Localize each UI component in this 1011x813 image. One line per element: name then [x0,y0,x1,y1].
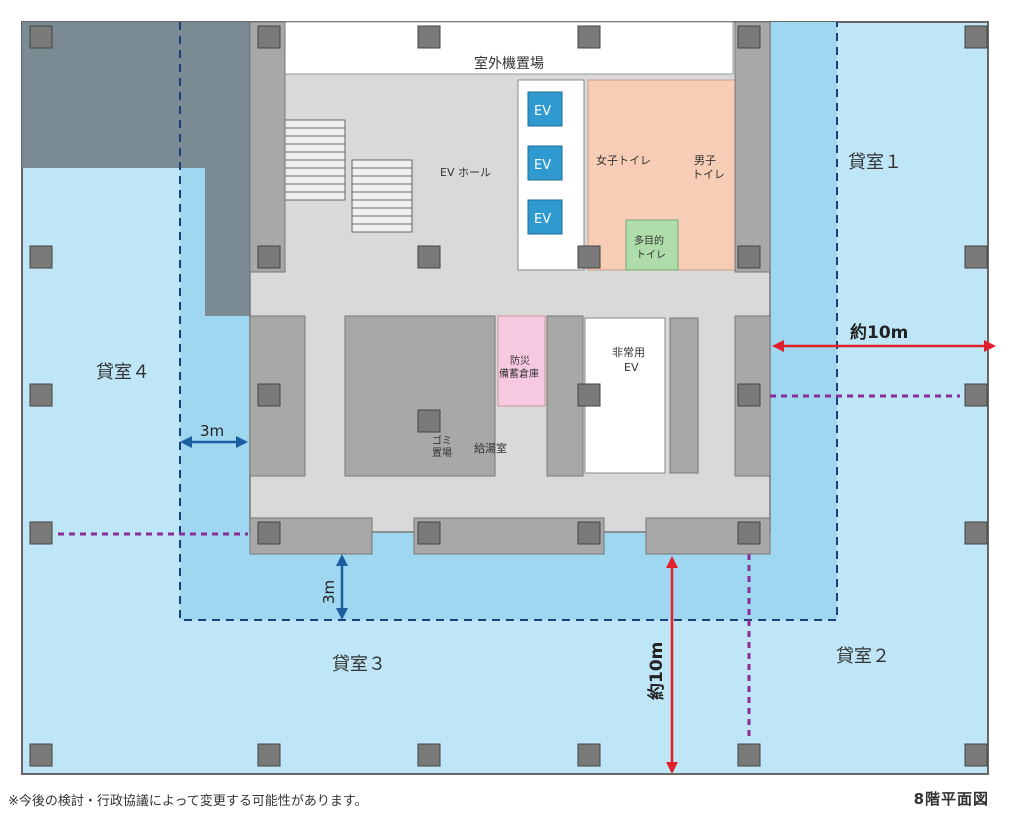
label-garbage-line1: ゴミ [432,434,452,447]
label-emergency-ev-line2: EV [624,361,639,374]
setback-boundary-line [179,22,838,621]
outdoor-unit-area [284,21,734,75]
label-mens-toilet-line1: 男子 [694,154,716,167]
dark-void-area [22,22,250,316]
stair-1 [284,119,346,201]
label-tenant-4: 貸室４ [96,362,150,383]
columns [29,25,988,767]
dimension-right-arrow [772,340,996,352]
multi-toilet-area [625,219,679,271]
dimension-bottom-arrow [666,556,678,774]
label-disaster-store-line2: 備蓄倉庫 [499,367,539,380]
stair-2 [351,159,413,233]
core-wall-blocks [249,21,771,555]
label-dimension-bottom-setback: 3m [320,580,338,604]
label-outdoor-unit: 室外機置場 [474,55,544,72]
floor-title: 8階平面図 [913,790,989,808]
label-ev-hall: EV ホール [440,166,491,179]
label-dimension-bottom: 約10m [646,642,667,700]
label-tenant-1: 貸室１ [848,152,902,173]
label-multi-toilet-line1: 多目的 [634,234,664,247]
label-dimension-left: 3m [200,422,224,440]
footnote-text: ※今後の検討・行政協議によって変更する可能性があります。 [8,794,368,809]
label-dimension-right: 約10m [850,322,908,343]
disaster-storage-area [497,315,546,407]
label-multi-toilet-line2: トイレ [636,250,666,261]
label-pantry: 給湯室 [474,441,507,455]
elevator-cars [527,91,563,235]
label-garbage-line2: 置場 [432,446,452,459]
label-ev-2: EV [534,158,551,173]
label-ev-3: EV [534,212,551,227]
label-tenant-3: 貸室３ [332,654,386,675]
label-womens-toilet: 女子トイレ [596,153,651,167]
label-mens-toilet-line2: トイレ [692,168,725,181]
label-tenant-2: 貸室２ [836,646,890,667]
label-emergency-ev-line1: 非常用 [612,346,645,359]
label-disaster-store-line1: 防災 [510,354,530,367]
label-ev-1: EV [534,104,551,119]
dimension-left-arrow [180,436,248,448]
dimension-bottom-setback-arrow [336,554,348,620]
